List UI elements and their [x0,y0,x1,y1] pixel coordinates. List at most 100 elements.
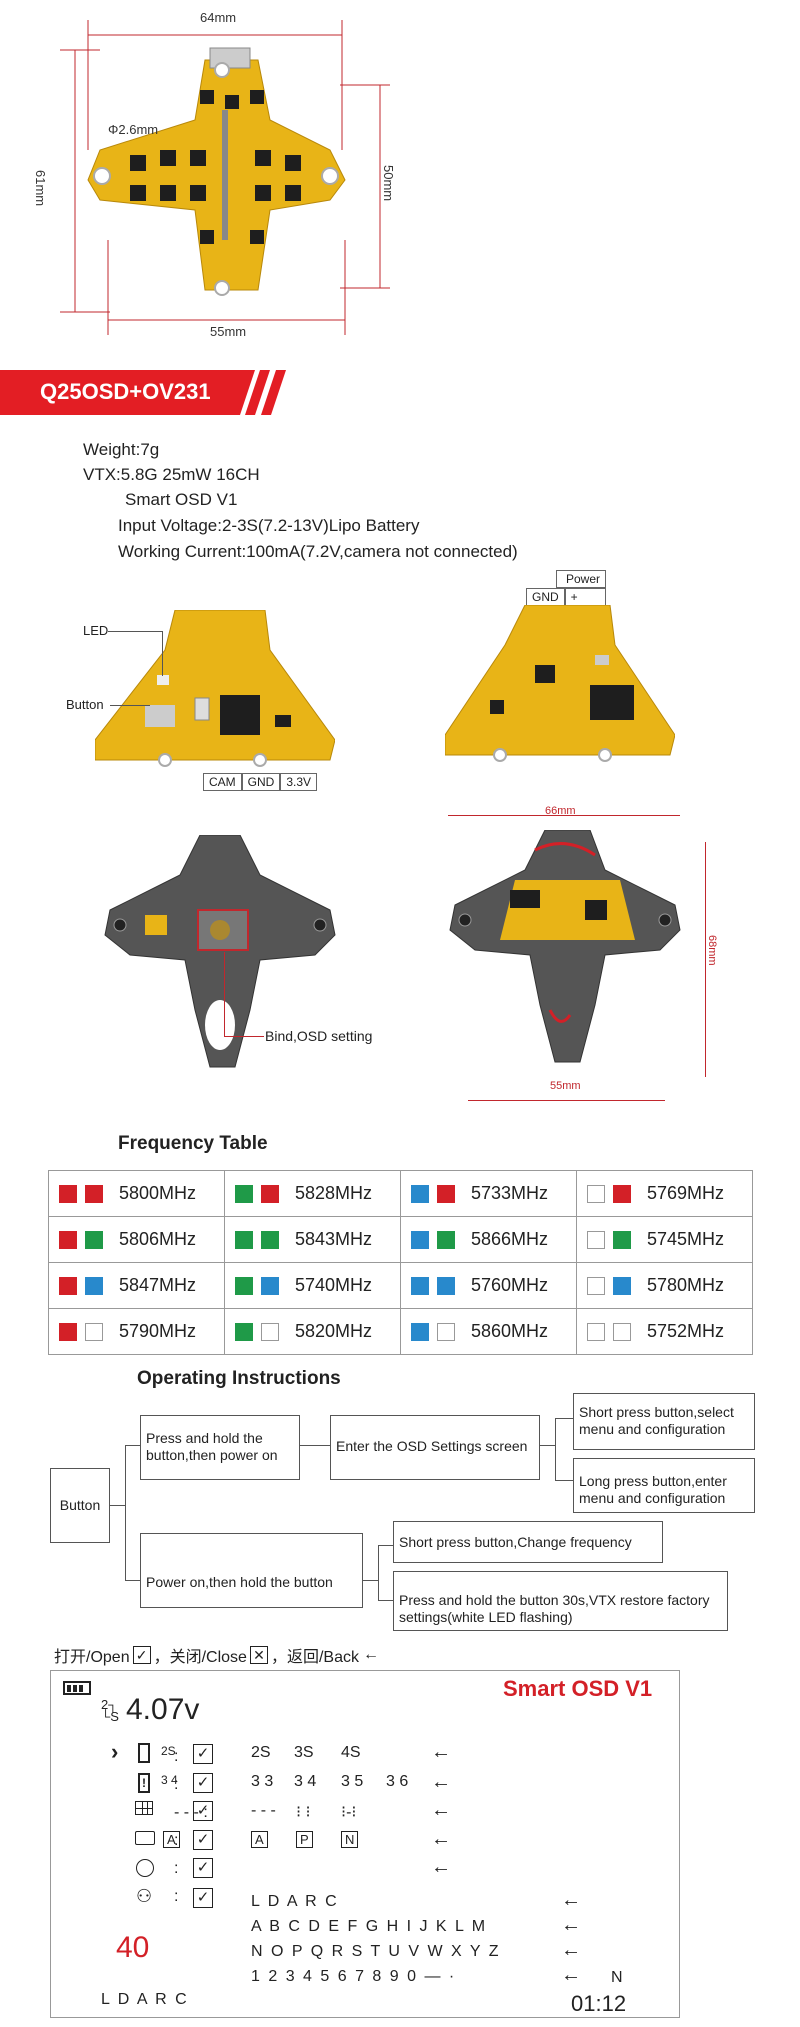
frequency-cell: 5800MHz [48,1170,225,1217]
color-swatch-icon [261,1231,279,1250]
row3-opt2[interactable]: ⁝ ⁝ [296,1804,311,1821]
back-arrow-icon[interactable]: ← [561,1964,581,1986]
op-line-8 [555,1418,573,1419]
camera-icon [135,1831,155,1845]
back-arrow-icon[interactable]: ← [431,1856,451,1878]
row3-opt1[interactable]: - - - [251,1802,276,1819]
frequency-cell: 5752MHz [576,1308,753,1355]
keyboard-row-1[interactable]: A B C D E F G H I J K L M [251,1918,488,1935]
frequency-cell: 5760MHz [400,1262,577,1309]
op-hold-power: Press and hold the button,then power on [140,1415,300,1480]
menu-check-5[interactable]: ✓ [193,1858,213,1878]
frequency-value: 5866MHz [471,1229,549,1249]
menu-check-4[interactable]: ✓ [193,1830,213,1850]
frequency-cell: 5843MHz [224,1216,401,1263]
button-leader [110,705,150,706]
user-icon: ⚇ [136,1886,153,1906]
row2-opt1[interactable]: 3 3 [251,1773,274,1790]
gnd-label: GND [241,773,281,791]
back-arrow-icon[interactable]: ← [561,1914,581,1936]
color-swatch-icon [59,1185,77,1204]
op-short-select: Short press button,select menu and confi… [573,1393,755,1450]
osd-title: Smart OSD V1 [503,1676,653,1701]
back-arrow-icon[interactable]: ← [561,1889,581,1911]
frequency-cell: 5847MHz [48,1262,225,1309]
op-line-6 [540,1445,555,1446]
color-swatch-icon [437,1323,455,1342]
power-label: Power [556,570,606,588]
frame-bottom-line [468,1100,665,1101]
bind-leader-h [224,1036,264,1037]
frame-width-label: 66mm [545,805,576,817]
color-swatch-icon [587,1185,605,1204]
color-swatch-icon [85,1277,103,1296]
row2-opt3[interactable]: 3 5 [341,1773,364,1790]
menu-check-3[interactable]: ✓ [193,1801,213,1821]
spec-weight: Weight:7g [83,440,160,459]
frequency-cell: 5769MHz [576,1170,753,1217]
alert-battery-icon: ! [138,1773,150,1793]
frequency-value: 5760MHz [471,1275,549,1295]
menu-check-2[interactable]: ✓ [193,1773,213,1793]
menu-check-1[interactable]: ✓ [193,1744,213,1764]
frequency-cell: 5806MHz [48,1216,225,1263]
banner-title: Q25OSD+OV231 [40,379,211,404]
row4-opt1[interactable]: A [251,1831,268,1848]
back-arrow-icon[interactable]: ← [431,1771,451,1793]
dim-height-left: 61mm [33,170,48,207]
keyboard-row-2[interactable]: N O P Q R S T U V W X Y Z [251,1943,501,1960]
frequency-cell: 5740MHz [224,1262,401,1309]
color-swatch-icon [261,1185,279,1204]
row1-opt2[interactable]: 3S [294,1744,314,1761]
back-arrow-icon[interactable]: ← [561,1939,581,1961]
row4-opt2[interactable]: P [296,1831,313,1848]
keyboard-row-3[interactable]: 1 2 3 4 5 6 7 8 9 0 — · [251,1968,457,1985]
frequency-value: 5740MHz [295,1275,373,1295]
legend-back: ，返回/Back [270,1649,359,1666]
osd-mode: N [611,1969,623,1986]
osd-voltage: 4.07v [126,1693,200,1726]
cam-label: CAM [203,773,242,791]
osd-colons: ::- - - :::: [174,1748,208,1905]
dim-hole: Φ2.6mm [108,122,159,137]
row2-opt0[interactable]: 3 4 [161,1773,178,1787]
op-line-13 [378,1600,393,1601]
back-arrow-icon: ← [362,1646,379,1663]
frame-height-line [705,842,706,1077]
top-board-drawing [60,20,390,335]
frame-bottom [100,834,340,1075]
osd-screen: Smart OSD V1 2┐└S 4.07v › ! ⚇ ::- - - ::… [50,1670,680,2018]
row2-opt4[interactable]: 3 6 [386,1773,409,1790]
color-swatch-icon [235,1185,253,1204]
back-arrow-icon[interactable]: ← [431,1828,451,1850]
menu-check-6[interactable]: ✓ [193,1888,213,1908]
frequency-value: 5860MHz [471,1321,549,1341]
op-short-freq: Short press button,Change frequency [393,1521,663,1563]
battery-icon [63,1681,91,1695]
row2-opt2[interactable]: 3 4 [294,1773,317,1790]
back-arrow-icon[interactable]: ← [431,1799,451,1821]
color-swatch-icon [85,1323,103,1342]
color-swatch-icon [437,1277,455,1296]
op-long-enter: Long press button,enter menu and configu… [573,1458,755,1513]
row1-opt1[interactable]: 2S [251,1744,271,1761]
color-swatch-icon [59,1323,77,1342]
row4-opt3[interactable]: N [341,1831,359,1848]
row3-opt3[interactable]: ⁝-⁝ [341,1804,357,1821]
color-swatch-icon [59,1277,77,1296]
row1-opt3[interactable]: 4S [341,1744,361,1761]
frequency-value: 5843MHz [295,1229,373,1249]
color-swatch-icon [613,1185,631,1204]
back-arrow-icon[interactable]: ← [431,1741,451,1763]
row1-opt0[interactable]: 2S [161,1744,176,1758]
frequency-cell: 5733MHz [400,1170,577,1217]
row4-opt0[interactable]: A [163,1831,180,1848]
color-swatch-icon [59,1231,77,1250]
keyboard-row-0[interactable]: L D A R C [251,1893,339,1910]
top-board-figure: 64mm Φ2.6mm 61mm 50mm 55mm [0,0,800,350]
op-line-4 [125,1580,140,1581]
checkbox-cross-icon: ✕ [249,1646,268,1664]
board-back [444,604,676,765]
